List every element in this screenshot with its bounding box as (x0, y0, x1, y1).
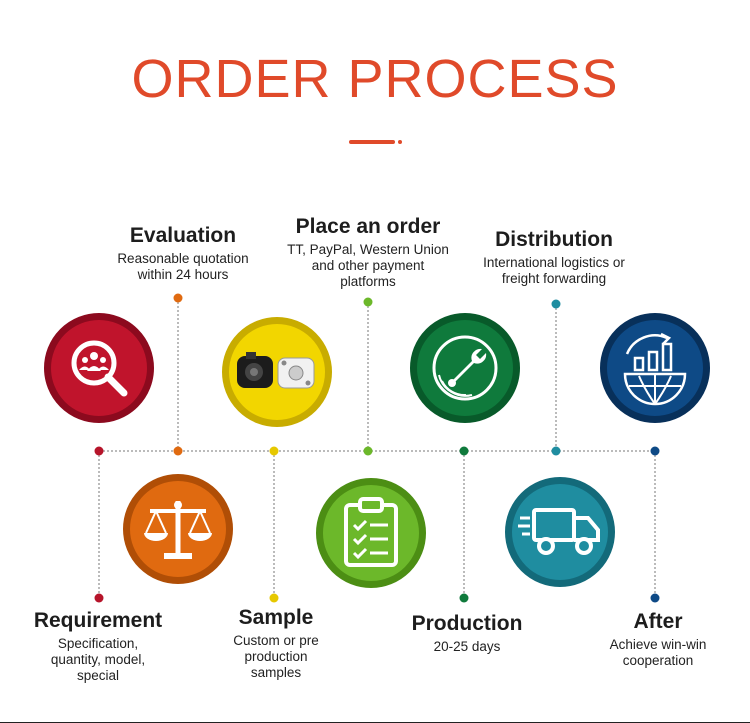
end-dot-production (459, 593, 469, 603)
step-title: Production (411, 612, 523, 635)
end-dot-requirement (94, 593, 104, 603)
step-production: Production 20-25 days (377, 612, 557, 655)
step-desc: Custom or pre production samples (233, 633, 319, 680)
place-order-circle (316, 478, 426, 588)
evaluation-circle (123, 474, 233, 584)
step-requirement: Requirement Specification, quantity, mod… (8, 609, 188, 684)
step-after: After Achieve win-win cooperation (568, 610, 748, 669)
step-title: After (633, 610, 683, 633)
step-title: Sample (238, 606, 314, 629)
step-desc: Reasonable quotation within 24 hours (117, 251, 249, 282)
axis-dot-requirement (94, 446, 104, 456)
step-title: Place an order (295, 215, 441, 238)
step-desc: Achieve win-win cooperation (609, 637, 707, 668)
end-dot-evaluation (173, 293, 183, 303)
after-circle (600, 313, 710, 423)
product-photo-icon (237, 352, 315, 389)
step-title: Evaluation (129, 224, 237, 247)
title-underline-dot (398, 140, 402, 144)
step-distribution: Distribution International logistics or … (464, 228, 644, 287)
step-title: Distribution (495, 228, 613, 251)
axis-dot-sample (269, 446, 279, 456)
global-growth-icon (623, 332, 687, 406)
delivery-truck-icon (518, 508, 600, 555)
end-dot-distribution (551, 299, 561, 309)
step-title: Requirement (33, 609, 163, 632)
step-desc: Specification, quantity, model, special (50, 636, 146, 683)
page-title: ORDER PROCESS (131, 49, 619, 109)
search-people-icon (71, 340, 128, 397)
title-underline (349, 140, 395, 144)
step-evaluation: Evaluation Reasonable quotation within 2… (93, 224, 273, 283)
axis-dot-evaluation (173, 446, 183, 456)
end-dot-sample (269, 593, 279, 603)
requirement-circle (44, 313, 154, 423)
sample-circle (222, 317, 332, 427)
end-dot-place-order (363, 297, 373, 307)
axis-dot-after (650, 446, 660, 456)
step-place-order: Place an order TT, PayPal, Western Union… (278, 215, 458, 290)
end-dot-after (650, 593, 660, 603)
axis-dot-place-order (363, 446, 373, 456)
distribution-circle (505, 477, 615, 587)
production-circle (410, 313, 520, 423)
clipboard-checklist-icon (344, 497, 398, 567)
step-desc: International logistics or freight forwa… (483, 255, 625, 286)
step-desc: TT, PayPal, Western Union and other paym… (287, 242, 449, 289)
axis-dot-distribution (551, 446, 561, 456)
axis-dot-production (459, 446, 469, 456)
balance-scale-icon (144, 501, 212, 559)
wrench-icon (432, 335, 498, 401)
step-desc: 20-25 days (433, 639, 501, 654)
step-sample: Sample Custom or pre production samples (186, 606, 366, 681)
